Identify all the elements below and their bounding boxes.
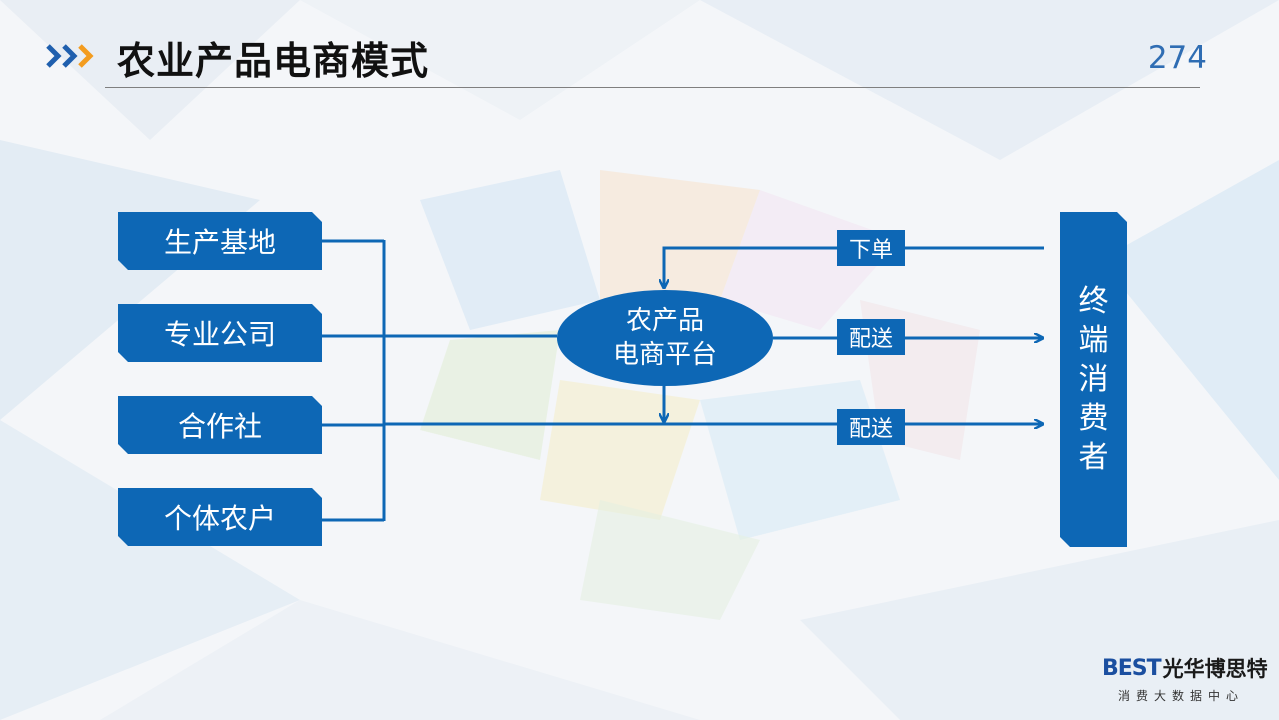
consumer-char: 终 <box>1078 284 1109 319</box>
header-divider <box>105 87 1200 88</box>
consumer-char: 消 <box>1078 362 1109 397</box>
platform-label-line1: 农产品 <box>625 306 704 336</box>
page-title: 农业产品电商模式 <box>117 39 430 83</box>
page-number: 274 <box>1147 40 1207 76</box>
brand-logo: BEST 光华博思特 消费大数据中心 <box>1102 653 1268 704</box>
source-box-cooperative: 合作社 <box>118 396 322 454</box>
consumer-char: 费 <box>1078 401 1109 436</box>
platform-ellipse: 农产品 电商平台 <box>557 290 773 386</box>
source-box-professional-company: 专业公司 <box>118 304 322 362</box>
platform-label-line2: 电商平台 <box>612 340 717 370</box>
source-box-individual-farmer: 个体农户 <box>118 488 322 546</box>
consumer-char: 端 <box>1078 323 1109 358</box>
order-arrow <box>664 246 1044 287</box>
consumer-char: 者 <box>1078 440 1109 475</box>
order-tag: 下单 <box>837 230 905 266</box>
logo-subtitle: 消费大数据中心 <box>1118 689 1245 703</box>
delivery-tag-direct: 配送 <box>837 409 905 445</box>
delivery-tag-platform: 配送 <box>837 319 905 355</box>
consumer-box: 终 端 消 费 者 <box>1060 212 1127 547</box>
chevron-arrows-icon <box>46 44 94 68</box>
logo-best-mark: BEST <box>1102 655 1162 681</box>
source-box-production-base: 生产基地 <box>118 212 322 270</box>
logo-brand-name: 光华博思特 <box>1162 657 1268 681</box>
